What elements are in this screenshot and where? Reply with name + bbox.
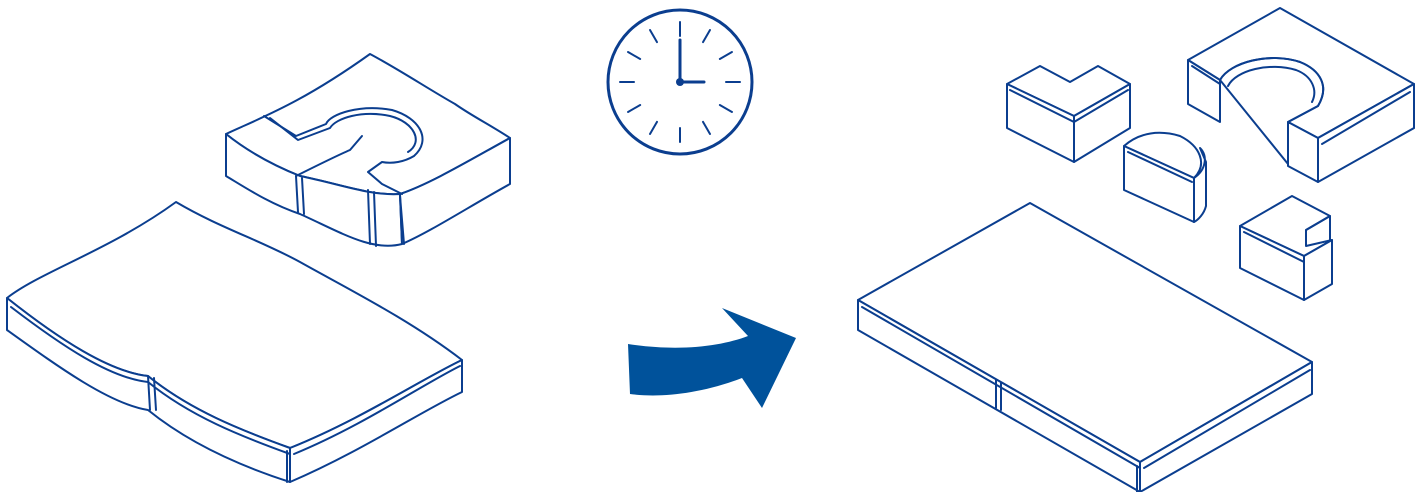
half-round-piece — [1123, 131, 1207, 223]
warped-interlocking-block — [225, 53, 511, 247]
clock-tick — [649, 29, 658, 44]
warped-slab — [6, 201, 463, 483]
clock-tick — [718, 51, 733, 60]
clock-tick — [649, 120, 658, 135]
flat-slab — [857, 202, 1313, 492]
clock-center-dot — [676, 78, 684, 86]
clock-tick — [718, 104, 733, 113]
clock-icon — [606, 8, 754, 156]
c-shaped-piece — [1187, 7, 1415, 183]
separated-block-pieces — [1006, 7, 1415, 301]
curved-arrow-icon — [628, 308, 796, 408]
clock-tick — [627, 51, 642, 60]
clock-tick — [702, 29, 711, 44]
l-shaped-piece — [1006, 65, 1131, 163]
clock-ticks — [619, 21, 741, 143]
small-l-piece — [1239, 195, 1333, 301]
clock-tick — [627, 104, 642, 113]
clock-tick — [702, 120, 711, 135]
